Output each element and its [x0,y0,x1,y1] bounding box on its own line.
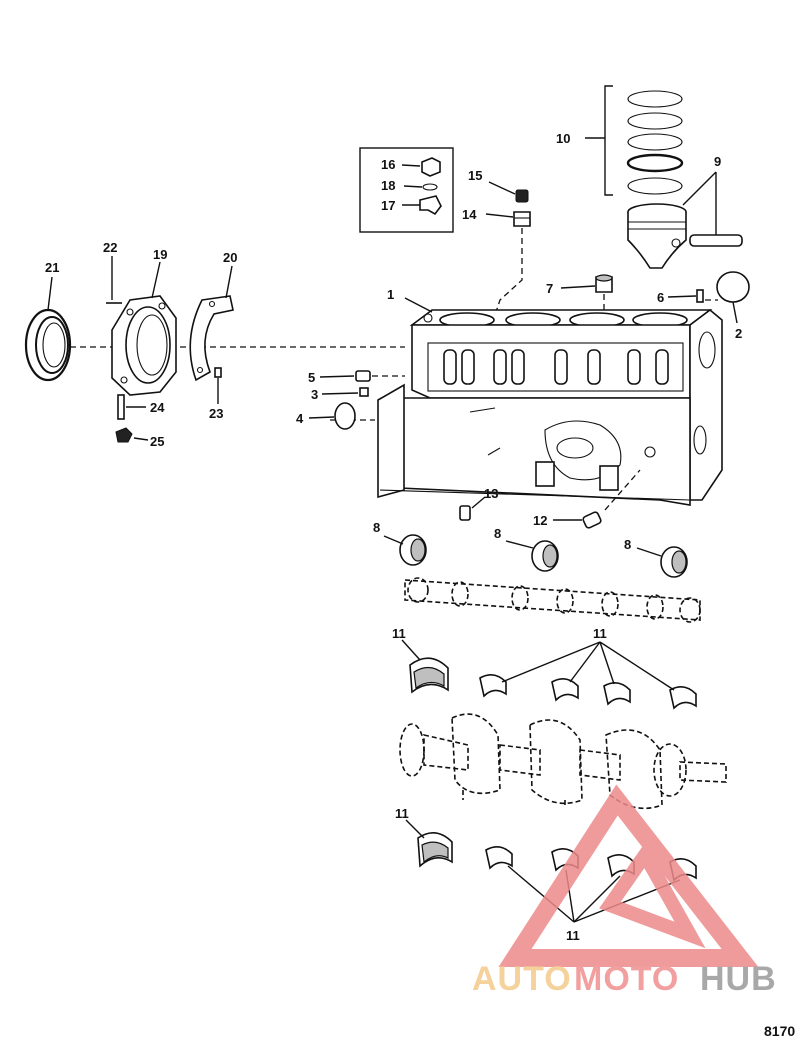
callout-14: 14 [462,207,477,222]
callout-13: 13 [484,486,498,501]
piston-assembly [627,171,743,269]
seal-retainer-gasket [189,265,234,382]
callout-1: 1 [387,287,394,302]
callout-3: 3 [311,387,318,402]
main-bearings-upper [401,639,697,710]
callout-16: 16 [381,157,395,172]
inset-fitting-box [359,147,454,233]
callout-6: 6 [657,290,664,305]
automotohub-watermark-logo: AUTO MOTO HUB [472,784,777,998]
callout-20: 20 [223,250,237,265]
oil-plugs [485,181,531,313]
callout-11c: 11 [395,806,409,821]
callout-8a: 8 [373,520,380,535]
lifter-bores [443,349,669,385]
block-small-parts [560,271,750,324]
crankshaft [399,713,727,810]
drawing-code: 8170 [764,1023,795,1039]
watermark-text-auto: AUTO [472,960,572,998]
callout-9: 9 [714,154,721,169]
callout-4: 4 [296,411,304,426]
callout-19: 19 [153,247,167,262]
watermark-text-moto: MOTO [574,960,679,998]
callout-11d: 11 [566,928,580,943]
retainer-hardware [115,367,222,443]
callout-10: 10 [556,131,570,146]
rear-main-seal [24,276,72,382]
watermark-text-hub: HUB [700,960,777,998]
callout-17: 17 [381,198,395,213]
seal-retainer [106,256,177,396]
callout-7: 7 [546,281,553,296]
engine-block [377,297,723,506]
camshaft [404,577,701,623]
callout-5: 5 [308,370,315,385]
cam-bearings [383,534,688,578]
callout-18: 18 [381,178,395,193]
callout-23: 23 [209,406,223,421]
piston-rings [585,85,684,196]
lower-plugs [459,469,641,529]
callout-25: 25 [150,434,164,449]
callout-8b: 8 [494,526,501,541]
callout-24: 24 [150,400,165,415]
main-bearings-lower [405,819,697,923]
callout-2: 2 [735,326,742,341]
callout-8c: 8 [624,537,631,552]
callout-labels: 1 2 3 4 5 6 7 8 8 8 9 10 11 11 11 11 12 … [45,131,742,943]
callout-21: 21 [45,260,59,275]
callout-11b: 11 [593,626,607,641]
callout-22: 22 [103,240,117,255]
block-plugs-left [308,370,405,430]
callout-15: 15 [468,168,482,183]
callout-12: 12 [533,513,547,528]
callout-11a: 11 [392,626,406,641]
